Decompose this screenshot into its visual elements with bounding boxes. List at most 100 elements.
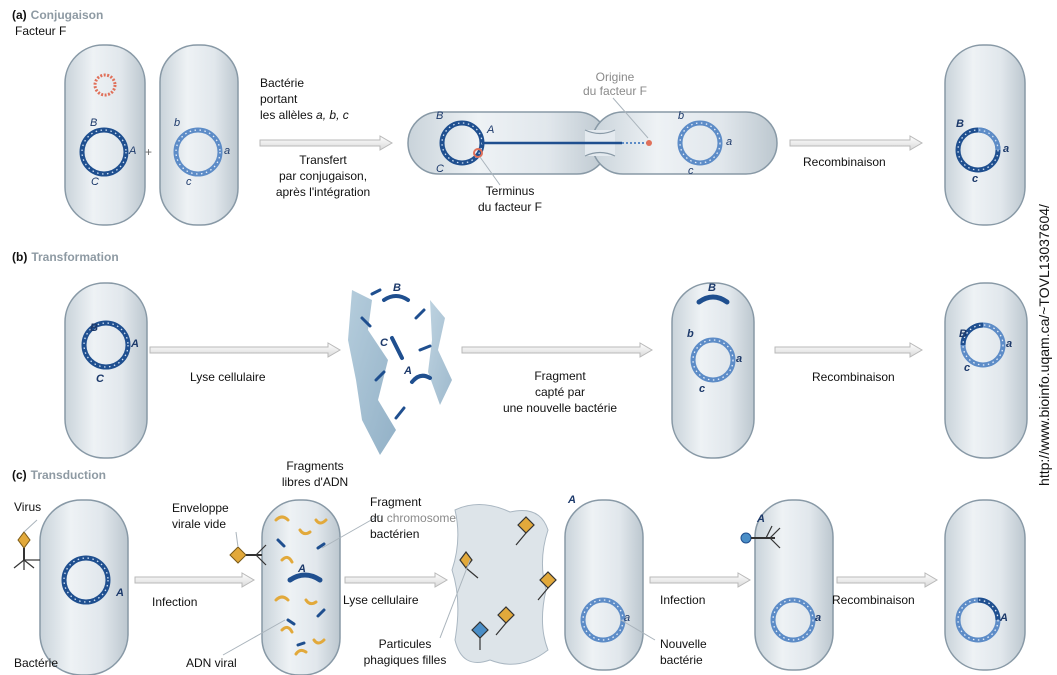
label-terminus: Terminus du facteur F (460, 183, 560, 215)
arrow-fragment-capte (462, 343, 652, 357)
allele-label-B-captured: B (708, 282, 716, 294)
label-fragment-capte-line1: Fragment (480, 368, 640, 384)
label-fragment-c-chromosome: chromosome (387, 511, 456, 525)
allele-label-b: b (174, 117, 180, 129)
label-fragment-capte-line3: une nouvelle bactérie (480, 400, 640, 416)
allele-label-A-c1: A (116, 587, 124, 599)
allele-label-A-frag: A (404, 365, 412, 377)
label-fragment-chromosome: Fragment du chromosome bactérien (370, 494, 456, 542)
allele-label-B-frag: B (393, 282, 401, 294)
label-recombinaison-c: Recombinaison (832, 593, 915, 607)
allele-label-B-b1: B (90, 322, 98, 334)
allele-label-a-transfer: a (726, 136, 732, 148)
cell-a-result (945, 45, 1025, 225)
allele-label-c-result: c (972, 173, 978, 185)
label-bacterie-alleles: Bactérie portant les allèles a, b, c (260, 75, 349, 123)
cell-c-transduced (755, 500, 833, 670)
label-fragments-line1: Fragments (270, 458, 360, 474)
label-bacterie-alleles-italic: a, b, c (316, 108, 349, 122)
label-infection-c2: Infection (660, 593, 705, 607)
cell-b-donor (65, 283, 147, 458)
label-fragment-c-line1: Fragment (370, 494, 456, 510)
label-fragments-line2: libres d'ADN (270, 474, 360, 490)
allele-label-B-b3: B (959, 328, 967, 340)
cell-c-result (945, 500, 1025, 670)
label-nouvelle-line2: bactérie (660, 652, 707, 668)
label-adn-viral: ADN viral (186, 656, 237, 670)
allele-label-B: B (90, 117, 97, 129)
allele-label-A-c6: A (1000, 612, 1008, 624)
label-fragment-c-du: du (370, 511, 383, 525)
allele-label-C-frag: C (380, 337, 388, 349)
label-origine: Origine du facteur F (560, 70, 670, 98)
cell-c-new (565, 500, 643, 670)
section-heading-b: (b) Transformation (12, 250, 119, 264)
cell-a-recipient (160, 45, 238, 225)
label-origine-line2: du facteur F (560, 84, 670, 98)
label-enveloppe: Enveloppe virale vide (172, 500, 229, 532)
label-recombinaison-b: Recombinaison (812, 370, 895, 384)
label-transfert-line3: après l'intégration (248, 184, 398, 200)
allele-label-A-c3: A (568, 494, 576, 506)
arrow-infection-c2 (650, 573, 750, 587)
label-particules-line1: Particules (335, 636, 475, 652)
allele-label-C: C (91, 176, 99, 188)
arrow-lyse-c (345, 573, 447, 587)
section-heading-c: (c)Transduction (12, 468, 106, 482)
label-particules: Particules phagiques filles (335, 636, 475, 668)
lysed-cell-debris (348, 290, 452, 455)
section-title-b: Transformation (31, 250, 118, 264)
allele-label-a-c5: a (815, 612, 821, 624)
label-nouvelle-bacterie: Nouvelle bactérie (660, 636, 707, 668)
label-virus: Virus (14, 500, 41, 514)
allele-label-C-transfer: C (436, 163, 444, 175)
section-heading-a: (a) Conjugaison (12, 8, 103, 22)
label-fragment-capte: Fragment capté par une nouvelle bactérie (480, 368, 640, 416)
label-lyse-c: Lyse cellulaire (343, 593, 419, 607)
section-letter-b: (b) (12, 250, 27, 264)
allele-label-a-c4: a (624, 612, 630, 624)
arrow-infection-c1 (135, 573, 254, 587)
section-letter-c: (c) (12, 468, 27, 482)
virus-icon (14, 532, 40, 570)
allele-label-A-c2: A (298, 563, 306, 575)
label-bacterie-c: Bactérie (14, 656, 58, 670)
label-origine-line1: Origine (560, 70, 670, 84)
label-facteur-f: Facteur F (15, 24, 66, 38)
label-enveloppe-line1: Enveloppe (172, 500, 229, 516)
label-bacterie-line3: les allèles a, b, c (260, 107, 349, 123)
allele-label-a-result: a (1003, 143, 1009, 155)
label-plus: + (145, 145, 152, 159)
allele-label-b-b2: b (687, 328, 694, 340)
label-nouvelle-line1: Nouvelle (660, 636, 707, 652)
label-particules-line2: phagiques filles (335, 652, 475, 668)
section-letter-a: (a) (12, 8, 27, 22)
allele-label-c: c (186, 176, 192, 188)
allele-label-A-c5: A (757, 513, 765, 525)
label-recombinaison-a: Recombinaison (803, 155, 886, 169)
label-fragment-capte-line2: capté par (480, 384, 640, 400)
arrow-transfert (260, 136, 392, 150)
allele-label-a-b3: a (1006, 338, 1012, 350)
cell-b-recipient (672, 283, 754, 458)
label-terminus-line1: Terminus (460, 183, 560, 199)
label-bacterie-line3-text: les allèles (260, 108, 313, 122)
arrow-recombinaison-b (775, 343, 922, 357)
allele-label-B-transfer: B (436, 110, 443, 122)
allele-label-b-transfer: b (678, 110, 684, 122)
label-transfert-line2: par conjugaison, (248, 168, 398, 184)
label-enveloppe-line2: virale vide (172, 516, 229, 532)
empty-viral-envelope-icon (230, 545, 266, 565)
label-transfert-line1: Transfert (248, 152, 398, 168)
label-lyse-b: Lyse cellulaire (190, 370, 266, 384)
label-bacterie-line1: Bactérie (260, 75, 349, 91)
cell-a-donor (65, 45, 145, 225)
source-url-text: http://www.bioinfo.uqam.ca/~TOVL13037604… (1036, 204, 1052, 486)
allele-label-c-b2: c (699, 383, 705, 395)
allele-label-c-transfer: c (688, 165, 694, 177)
section-title-a: Conjugaison (31, 8, 104, 22)
allele-label-A-transfer: A (487, 124, 494, 136)
label-fragments-libres: Fragments libres d'ADN (270, 458, 360, 490)
